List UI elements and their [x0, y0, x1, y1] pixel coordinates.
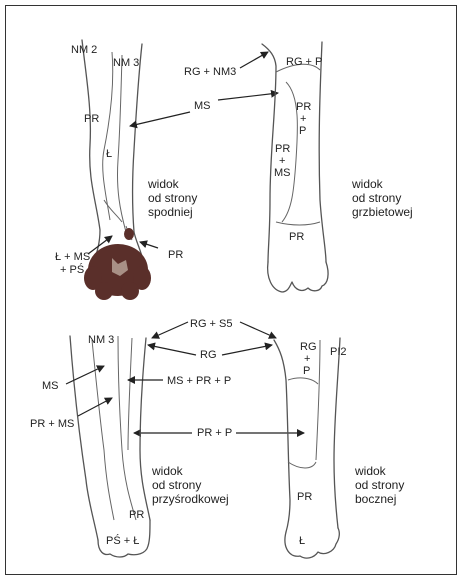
label-pr: PR — [289, 231, 304, 243]
label-pr: PR — [129, 509, 144, 521]
label-pr-p: + — [300, 113, 306, 125]
nerve-zone-line — [103, 52, 126, 232]
label-ps-l: PŚ + Ł — [106, 534, 139, 547]
label-rg-p: RG + P — [286, 56, 322, 68]
limb-lateral-view: RG + P PI2 PR Ł widok od strony bocznej — [274, 338, 404, 558]
nerve-zone-line — [92, 336, 136, 520]
label-ms: MS — [42, 380, 59, 392]
caption-line: widok — [354, 464, 387, 478]
limb-outline — [82, 40, 145, 268]
caption-line: grzbietowej — [352, 205, 413, 219]
label-pr-pad: PR — [168, 249, 183, 261]
limb-medial-view: NM 3 MS PR + MS MS + PR + P PR PŚ + Ł wi… — [30, 334, 231, 557]
label-rg: RG — [200, 349, 217, 361]
arrow-rg-s5-left — [152, 322, 188, 338]
arrow-ms-left — [130, 112, 190, 126]
label-nm3: NM 3 — [88, 334, 114, 346]
limb-bottom-view: NM 2 NM 3 PR Ł Ł + MS + PŚ PR widok od s… — [55, 40, 197, 300]
arrow-pr-ms — [78, 398, 112, 416]
label-l: Ł — [299, 535, 305, 547]
label-l-ms: Ł + MS — [55, 251, 90, 263]
caption-line: od strony — [148, 191, 197, 205]
label-rg: + — [304, 353, 310, 365]
arrow-rg-left — [148, 345, 196, 355]
label-pr-ms: PR — [275, 143, 290, 155]
label-l: Ł — [106, 148, 112, 160]
arrow-rg-s5-right — [240, 322, 276, 338]
label-nm3: NM 3 — [113, 57, 139, 69]
caption-line: od strony — [352, 191, 401, 205]
caption-line: widok — [351, 177, 384, 191]
label-pr-p: P — [299, 125, 306, 137]
label-pr-ms: + — [279, 155, 285, 167]
paw-pad — [84, 228, 151, 300]
arrow-ms-right — [218, 93, 278, 100]
label-pr: PR — [297, 491, 312, 503]
label-ms-pr-p: MS + PR + P — [167, 375, 231, 387]
caption-line: od strony — [355, 478, 404, 492]
caption-line: widok — [147, 177, 180, 191]
arrow-pr-pad — [140, 242, 158, 248]
paw-outline — [285, 528, 339, 558]
label-ms: MS — [194, 100, 211, 112]
label-pr-ms: MS — [274, 167, 291, 179]
caption-line: od strony — [152, 478, 201, 492]
label-pr-ms: PR + MS — [30, 418, 74, 430]
label-rg-nm3: RG + NM3 — [184, 66, 236, 78]
label-ps: + PŚ — [60, 263, 84, 276]
label-rg: RG — [300, 341, 317, 353]
paw-outline — [268, 262, 328, 292]
label-pr-p: PR — [296, 101, 311, 113]
limb-outline — [262, 42, 326, 262]
arrow-ms — [66, 366, 104, 384]
label-pi2: PI2 — [330, 346, 347, 358]
limb-dorsal-view: RG + NM3 RG + P PR + P PR + MS PR widok … — [184, 42, 413, 292]
caption-line: widok — [151, 464, 184, 478]
arrow-rg-right — [222, 345, 272, 355]
label-rg-s5: RG + S5 — [190, 318, 233, 330]
label-pr-p: PR + P — [197, 427, 232, 439]
label-rg: P — [303, 365, 310, 377]
label-nm2: NM 2 — [71, 44, 97, 56]
caption-line: przyśrodkowej — [152, 492, 229, 506]
caption-line: bocznej — [355, 492, 396, 506]
arrow-rg-nm3 — [240, 52, 268, 68]
label-pr: PR — [84, 113, 99, 125]
caption-line: spodniej — [148, 205, 193, 219]
